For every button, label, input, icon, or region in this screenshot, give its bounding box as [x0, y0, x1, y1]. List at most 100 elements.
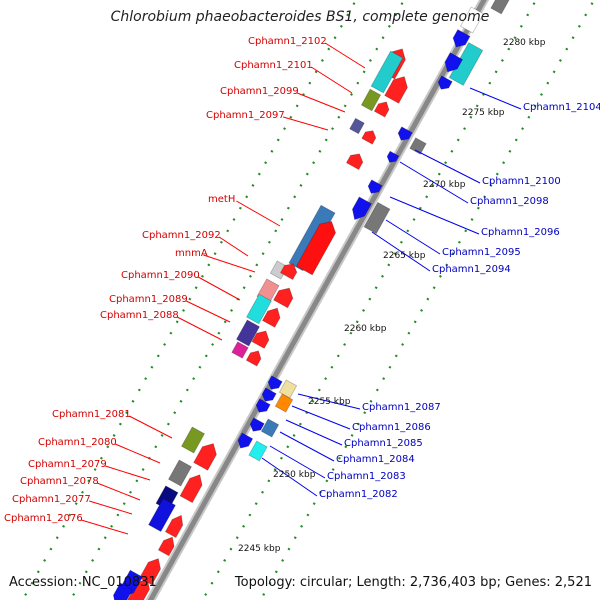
forward-leader: [218, 236, 249, 257]
reverse-gene-10-shape: [363, 201, 391, 235]
forward-gene-label[interactable]: Cphamn1_2090: [121, 270, 200, 281]
forward-gene-10: [269, 260, 289, 280]
forward-leader: [236, 200, 281, 227]
forward-gene-3-shape: [360, 88, 382, 112]
reverse-leader: [389, 196, 480, 235]
reverse-leader: [291, 405, 351, 430]
kbp-marker: 2260 kbp: [344, 324, 387, 334]
forward-gene-27-shape: [157, 536, 175, 557]
forward-leader: [203, 254, 256, 273]
reverse-leader: [414, 149, 481, 184]
kbp-marker: 2280 kbp: [503, 38, 546, 48]
forward-gene-20: [180, 426, 206, 454]
reverse-gene-0: [490, 0, 510, 15]
forward-gene-21-shape: [193, 443, 217, 471]
reverse-gene-19-shape: [248, 440, 268, 462]
forward-gene-label[interactable]: Cphamn1_2088: [100, 310, 179, 321]
reverse-gene-2: [452, 29, 471, 48]
guide-dots-3: [259, 0, 596, 600]
forward-gene-8-shape: [288, 204, 336, 272]
forward-gene-18-shape: [231, 341, 249, 359]
forward-leader: [128, 415, 173, 439]
reverse-gene-17: [260, 418, 280, 438]
genome-title: Chlorobium phaeobacteroides BS1, complet…: [110, 9, 490, 25]
forward-gene-label[interactable]: Cphamn1_2097: [206, 110, 285, 121]
reverse-gene-20: [237, 432, 254, 449]
forward-gene-label[interactable]: mnmA: [175, 248, 208, 259]
forward-gene-label[interactable]: Cphamn1_2081: [52, 409, 131, 420]
forward-gene-23-shape: [179, 474, 203, 504]
reverse-gene-label[interactable]: Cphamn1_2104: [523, 102, 600, 113]
forward-gene-label[interactable]: Cphamn1_2099: [220, 86, 299, 97]
reverse-gene-label[interactable]: Cphamn1_2083: [327, 471, 406, 482]
reverse-leader: [285, 419, 343, 446]
forward-gene-label[interactable]: Cphamn1_2080: [38, 437, 117, 448]
forward-gene-5-shape: [349, 117, 365, 135]
reverse-gene-11: [352, 196, 373, 221]
forward-gene-19: [245, 350, 262, 367]
forward-gene-label[interactable]: Cphamn1_2078: [20, 476, 99, 487]
forward-gene-25-shape: [148, 497, 176, 533]
kbp-marker: 2255 kbp: [308, 397, 351, 407]
forward-gene-label[interactable]: Cphamn1_2102: [248, 36, 327, 47]
forward-gene-1-shape: [370, 50, 404, 94]
forward-gene-4: [373, 101, 390, 118]
reverse-gene-label[interactable]: Cphamn1_2100: [482, 176, 561, 187]
forward-gene-19-shape: [245, 350, 262, 367]
forward-gene-22-shape: [167, 459, 193, 487]
reverse-gene-label[interactable]: Cphamn1_2084: [336, 454, 415, 465]
forward-gene-label[interactable]: Cphamn1_2101: [234, 60, 313, 71]
reverse-gene-label[interactable]: Cphamn1_2082: [319, 489, 398, 500]
forward-gene-1: [370, 50, 404, 94]
reverse-gene-14-shape: [267, 375, 283, 390]
reverse-gene-label[interactable]: Cphamn1_2094: [432, 264, 511, 275]
forward-leader: [81, 519, 129, 535]
reverse-gene-12-shape: [278, 379, 298, 399]
reverse-gene-label[interactable]: Cphamn1_2085: [344, 438, 423, 449]
forward-gene-label[interactable]: metH: [208, 194, 236, 205]
reverse-gene-15-shape: [261, 387, 277, 402]
forward-gene-6-shape: [361, 130, 377, 145]
forward-leader: [185, 300, 231, 323]
reverse-leader: [385, 219, 441, 255]
forward-gene-label[interactable]: Cphamn1_2092: [142, 230, 221, 241]
forward-gene-27: [157, 536, 175, 557]
forward-gene-15-shape: [261, 307, 281, 328]
forward-gene-22: [167, 459, 193, 487]
forward-gene-14: [246, 293, 272, 325]
reverse-leader: [297, 393, 361, 410]
reverse-gene-20-shape: [237, 432, 254, 449]
backbone-line: [147, 0, 487, 600]
kbp-marker: 2275 kbp: [462, 108, 505, 118]
kbp-marker: 2245 kbp: [238, 544, 281, 554]
forward-leader: [97, 482, 141, 501]
reverse-gene-15: [261, 387, 277, 402]
forward-leader: [176, 316, 223, 341]
forward-gene-label[interactable]: Cphamn1_2089: [109, 294, 188, 305]
reverse-gene-label[interactable]: Cphamn1_2096: [481, 227, 560, 238]
forward-leader: [105, 465, 151, 481]
forward-gene-label[interactable]: Cphamn1_2077: [12, 494, 91, 505]
reverse-gene-8: [386, 150, 400, 163]
reverse-gene-label[interactable]: Cphamn1_2095: [442, 247, 521, 258]
reverse-gene-label[interactable]: Cphamn1_2098: [470, 196, 549, 207]
reverse-gene-1-shape: [459, 6, 485, 34]
reverse-gene-16: [255, 398, 271, 413]
forward-gene-9-shape: [295, 221, 337, 276]
forward-gene-20-shape: [180, 426, 206, 454]
forward-gene-25: [148, 497, 176, 533]
reverse-gene-4-shape: [444, 52, 464, 73]
forward-gene-label[interactable]: Cphamn1_2079: [28, 459, 107, 470]
forward-gene-7: [345, 153, 364, 171]
forward-leader: [89, 500, 133, 515]
reverse-gene-label[interactable]: Cphamn1_2087: [362, 402, 441, 413]
forward-leader: [310, 66, 353, 94]
forward-gene-label[interactable]: Cphamn1_2076: [4, 513, 83, 524]
forward-gene-3: [360, 88, 382, 112]
reverse-gene-0-shape: [490, 0, 510, 15]
forward-gene-13-shape: [273, 287, 294, 309]
reverse-leader: [269, 445, 326, 479]
reverse-gene-14: [267, 375, 283, 390]
reverse-gene-label[interactable]: Cphamn1_2086: [352, 422, 431, 433]
reverse-gene-7: [409, 137, 427, 155]
